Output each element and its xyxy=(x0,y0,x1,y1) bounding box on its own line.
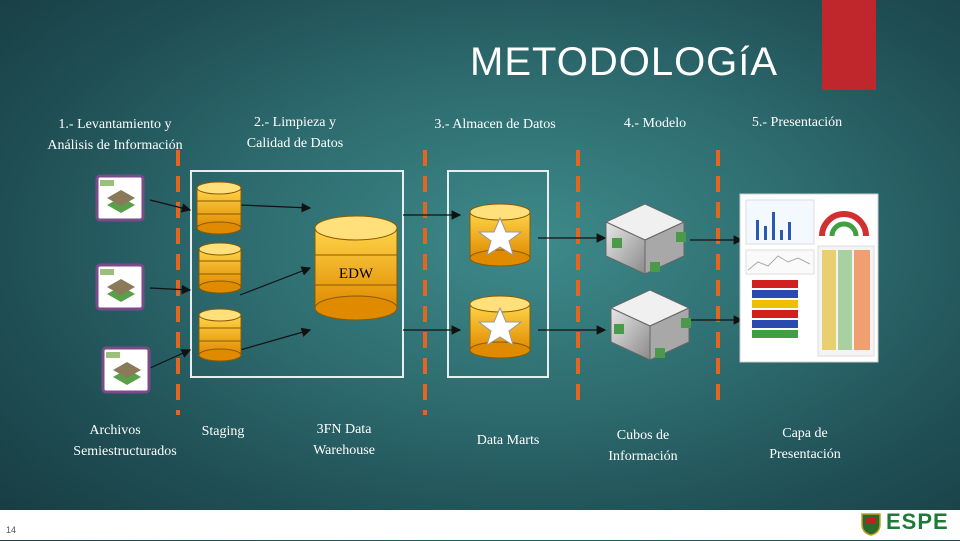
staging-warehouse-box xyxy=(190,170,404,378)
step-2-label: 2.- Limpieza y Calidad de Datos xyxy=(220,112,370,154)
step-1-label: 1.- Levantamiento y Análisis de Informac… xyxy=(30,114,200,156)
cubos-label: Cubos de Información xyxy=(590,425,696,467)
capa-line1: Capa de xyxy=(782,426,828,441)
espe-logo-text: ESPE xyxy=(886,509,949,534)
warehouse-line1: 3FN Data xyxy=(316,422,372,437)
olap-cube-icon-1 xyxy=(604,203,686,275)
separator-2 xyxy=(423,150,427,415)
arrow-file-staging-2 xyxy=(149,284,192,295)
separator-1 xyxy=(176,150,180,415)
accent-block xyxy=(822,0,876,90)
file-icon-2 xyxy=(95,263,145,311)
olap-cube-icon-2 xyxy=(609,289,691,361)
step-2-line2: Calidad de Datos xyxy=(246,136,344,151)
arrow-file-staging-1 xyxy=(149,199,192,213)
datamart-db-icon-1 xyxy=(469,203,531,267)
slide-title: METODOLOGíA xyxy=(470,40,779,84)
edw-label: EDW xyxy=(338,266,374,282)
capa-label: Capa de Presentación xyxy=(752,423,858,465)
page-number: 14 xyxy=(6,525,17,535)
staging-db-icon-2 xyxy=(198,242,242,294)
warehouse-label: 3FN Data Warehouse xyxy=(296,419,392,461)
file-icon-3 xyxy=(101,346,151,394)
arrow-staging-edw-1 xyxy=(239,202,312,213)
step-5-label: 5.- Presentación xyxy=(751,115,843,130)
step-1-line1: 1.- Levantamiento y xyxy=(58,117,172,132)
warehouse-line2: Warehouse xyxy=(313,443,375,458)
staging-db-icon-1 xyxy=(196,181,242,235)
arrow-staging-edw-2 xyxy=(239,266,312,296)
datamarts-box xyxy=(447,170,549,378)
footer-bar xyxy=(0,510,960,540)
step-3-label: 3.- Almacen de Datos xyxy=(434,117,556,132)
espe-shield-icon xyxy=(860,512,882,536)
archivos-line2: Semiestructurados xyxy=(73,444,177,459)
staging-label: Staging xyxy=(201,424,245,439)
capa-line2: Presentación xyxy=(769,447,841,462)
datamart-db-icon-2 xyxy=(469,295,531,359)
dashboard-image xyxy=(739,193,879,363)
staging-db-icon-3 xyxy=(198,308,242,362)
step-2-line1: 2.- Limpieza y xyxy=(253,115,337,130)
separator-4 xyxy=(716,150,720,410)
datamarts-label: Data Marts xyxy=(476,433,540,448)
file-icon-1 xyxy=(95,174,145,222)
cubos-line1: Cubos de xyxy=(616,428,670,443)
step-1-line2: Análisis de Información xyxy=(47,138,183,153)
separator-3 xyxy=(576,150,580,410)
arrow-file-staging-3 xyxy=(149,349,192,369)
archivos-line1: Archivos xyxy=(89,423,141,438)
edw-db-icon xyxy=(314,215,398,321)
cubos-line2: Información xyxy=(608,449,678,464)
step-4-label: 4.- Modelo xyxy=(623,116,687,131)
arrow-staging-edw-3 xyxy=(239,327,312,351)
archivos-label: Archivos Semiestructurados xyxy=(60,420,190,462)
